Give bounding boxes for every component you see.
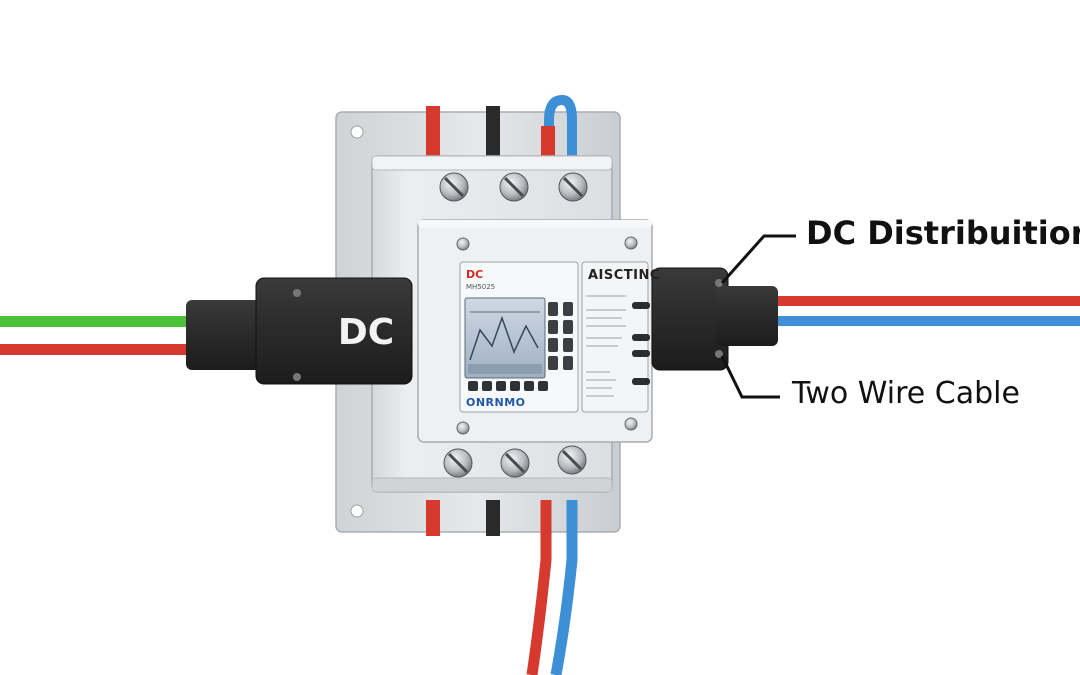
left-wires xyxy=(0,316,200,355)
callout-dc-distribution: DC Distribuition xyxy=(806,214,1080,252)
meter-key[interactable] xyxy=(524,381,534,391)
meter-button[interactable] xyxy=(563,356,573,370)
screw-icon xyxy=(624,236,638,250)
meter-button[interactable] xyxy=(563,320,573,334)
led-indicators xyxy=(632,302,650,385)
meter-key[interactable] xyxy=(468,381,478,391)
lcd-display-icon xyxy=(464,297,546,379)
meter-panel xyxy=(459,261,650,413)
leader-line-cable xyxy=(720,355,780,399)
panel-screws xyxy=(456,236,638,435)
screw-icon xyxy=(715,279,723,287)
leader-lines xyxy=(720,234,796,399)
meter-button[interactable] xyxy=(563,338,573,352)
screw-icon[interactable] xyxy=(500,448,530,478)
callout-two-wire-cable: Two Wire Cable xyxy=(792,376,1020,411)
meter-button[interactable] xyxy=(548,320,558,334)
meter-buttons xyxy=(548,302,573,370)
meter-key[interactable] xyxy=(510,381,520,391)
screw-icon xyxy=(624,417,638,431)
meter-key[interactable] xyxy=(538,381,548,391)
dc-coupler-left xyxy=(186,277,413,385)
screw-icon xyxy=(293,373,301,381)
screw-icon[interactable] xyxy=(557,445,587,475)
meter-button[interactable] xyxy=(548,356,558,370)
meter-keypad xyxy=(468,381,548,391)
leader-line-distribution xyxy=(720,234,796,284)
dc-coupler-right xyxy=(651,267,778,371)
screw-icon[interactable] xyxy=(439,172,469,202)
led-indicator-icon xyxy=(632,378,650,385)
meter-brand: ONRNMO xyxy=(466,396,526,409)
screw-icon[interactable] xyxy=(558,172,588,202)
screw-icon xyxy=(456,237,470,251)
right-wires xyxy=(770,296,1080,326)
meter-button[interactable] xyxy=(548,302,558,316)
screw-icon[interactable] xyxy=(499,172,529,202)
meter-dc-mark: DC xyxy=(466,268,484,281)
meter-model: MH5025 xyxy=(466,283,496,291)
led-indicator-icon xyxy=(632,334,650,341)
top-terminals xyxy=(439,172,588,202)
screw-icon[interactable] xyxy=(443,448,473,478)
meter-button[interactable] xyxy=(563,302,573,316)
screw-icon xyxy=(456,421,470,435)
led-indicator-icon xyxy=(632,350,650,357)
meter-key[interactable] xyxy=(482,381,492,391)
bottom-terminals xyxy=(443,445,587,478)
led-indicator-icon xyxy=(632,302,650,309)
meter-title: AISCTINC xyxy=(588,268,660,283)
panel-fine-lines xyxy=(586,295,626,397)
meter-key[interactable] xyxy=(496,381,506,391)
screw-icon xyxy=(715,350,723,358)
screw-icon xyxy=(293,289,301,297)
meter-button[interactable] xyxy=(548,338,558,352)
coupler-label: DC xyxy=(337,312,395,353)
bottom-wires xyxy=(426,500,578,675)
